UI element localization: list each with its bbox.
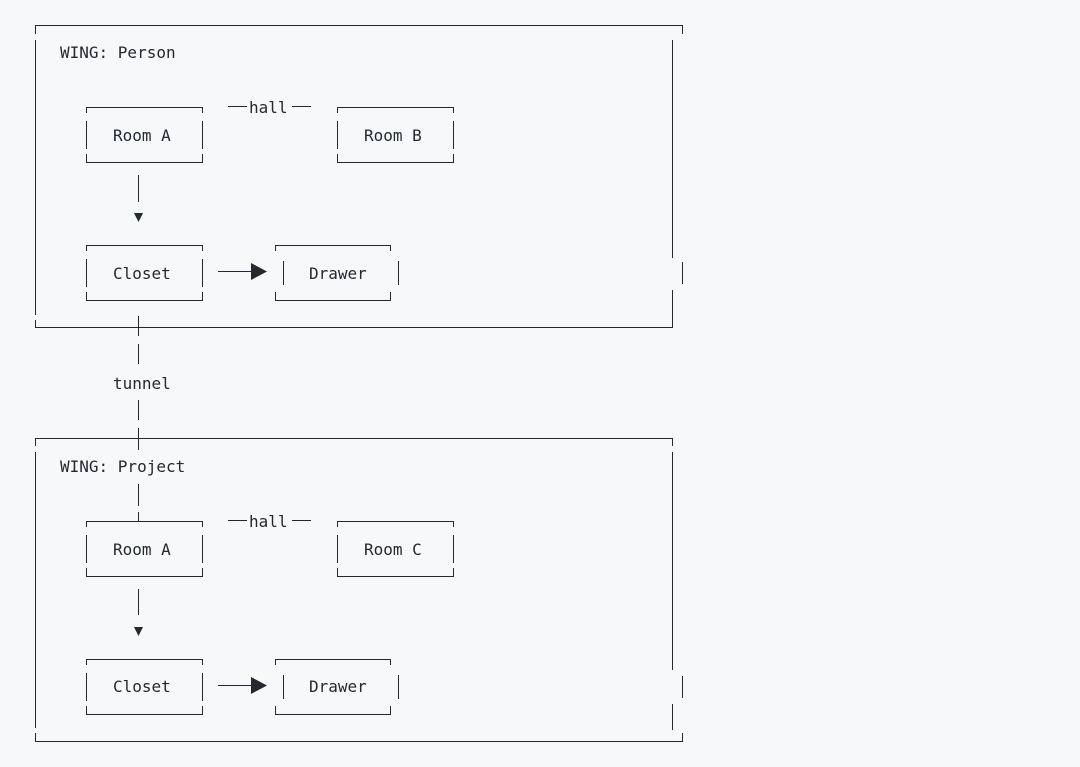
hall-label: hall — [249, 98, 288, 117]
wing-person-label: WING: Person — [60, 43, 176, 62]
wing-project-label: WING: Project — [60, 457, 185, 476]
wing-project: WING: Project Room A hall Room C Clo — [35, 438, 683, 742]
project-closet-to-drawer-arrow — [218, 677, 267, 694]
closet-box: Closet — [86, 245, 203, 301]
hall-connector: hall — [228, 98, 311, 117]
wing-project-border — [35, 438, 683, 742]
project-closet-box: Closet — [86, 659, 203, 715]
project-room-to-closet-arrow — [134, 589, 143, 636]
room-b-box: Room B — [337, 107, 454, 163]
closet-label: Closet — [113, 264, 171, 283]
tunnel-connector: tunnel — [113, 316, 171, 450]
project-room-a-box: Room A — [86, 521, 203, 577]
project-hall-label: hall — [249, 512, 288, 531]
project-drawer-label: Drawer — [309, 677, 367, 696]
wing-person-border — [35, 25, 683, 328]
project-room-a-label: Room A — [113, 540, 171, 559]
tunnel-label: tunnel — [113, 374, 171, 393]
closet-to-drawer-arrow — [218, 263, 267, 280]
wing-person: WING: Person Room A hall Room B Closet — [35, 25, 683, 328]
project-drawer-box: Drawer — [275, 659, 399, 715]
room-b-label: Room B — [364, 126, 422, 145]
drawer-box: Drawer — [275, 245, 399, 301]
project-hall-connector: hall — [228, 512, 311, 531]
room-to-closet-arrow — [134, 175, 143, 222]
room-a-box: Room A — [86, 107, 203, 163]
room-c-label: Room C — [364, 540, 422, 559]
project-closet-label: Closet — [113, 677, 171, 696]
room-c-box: Room C — [337, 521, 454, 577]
drawer-label: Drawer — [309, 264, 367, 283]
room-a-label: Room A — [113, 126, 171, 145]
